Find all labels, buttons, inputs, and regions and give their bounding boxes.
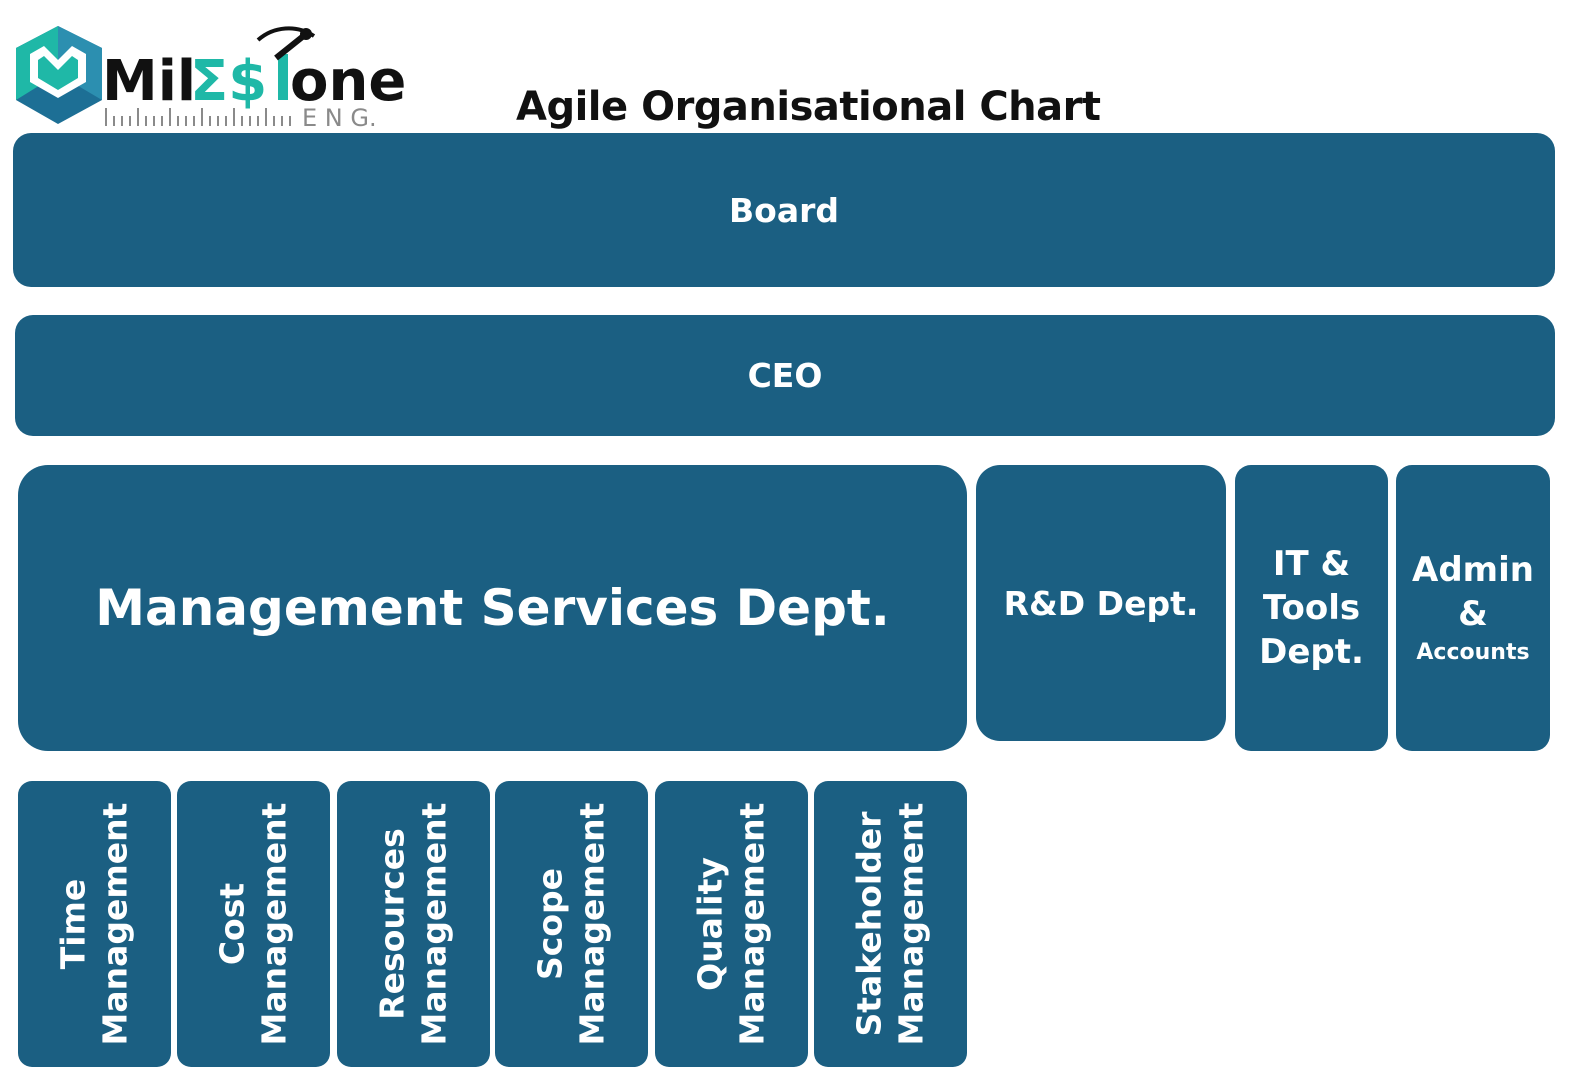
resources-management-label: Resources Management: [372, 803, 456, 1046]
logo-word-b: Σ$: [190, 49, 267, 114]
ruler-icon: [105, 108, 291, 126]
it-line-1: IT &: [1272, 544, 1351, 584]
scope-management-label: Scope Management: [530, 803, 614, 1046]
management-services-box: Management Services Dept.: [18, 465, 967, 751]
board-box: Board: [13, 133, 1555, 287]
hexagon-icon: [16, 26, 102, 124]
cost-management-box: Cost Management: [177, 781, 330, 1067]
stakeholder-management-line-1: Stakeholder: [849, 811, 889, 1037]
admin-line-1: Admin: [1412, 550, 1534, 590]
rnd-dept-label: R&D Dept.: [1003, 583, 1199, 623]
it-line-2: Tools: [1262, 588, 1361, 628]
cost-management-label: Cost Management: [212, 803, 296, 1046]
ceo-label: CEO: [747, 356, 823, 395]
time-management-line-2: Management: [95, 802, 135, 1046]
resources-management-box: Resources Management: [337, 781, 490, 1067]
admin-line-3: Accounts: [1416, 640, 1530, 665]
quality-management-line-1: Quality: [690, 857, 730, 991]
chart-title: Agile Organisational Chart: [516, 84, 1101, 130]
logo-word-c: one: [290, 49, 406, 114]
board-label: Board: [729, 190, 839, 230]
quality-management-line-2: Management: [732, 802, 772, 1046]
stakeholder-management-line-2: Management: [891, 802, 931, 1046]
scope-management-line-2: Management: [572, 802, 612, 1046]
quality-management-box: Quality Management: [655, 781, 808, 1067]
milestone-logo: Mil Σ$ one E N G.: [16, 26, 406, 130]
scope-management-line-1: Scope: [530, 867, 570, 981]
it-line-3: Dept.: [1259, 632, 1364, 672]
logo-sub: E N G.: [302, 104, 377, 130]
cost-management-line-1: Cost: [212, 882, 252, 966]
scope-management-box: Scope Management: [495, 781, 648, 1067]
it-tools-dept-box: IT & Tools Dept.: [1235, 465, 1388, 751]
logo-word-a: Mil: [102, 49, 196, 114]
time-management-box: Time Management: [18, 781, 171, 1067]
time-management-line-1: Time: [53, 878, 93, 970]
resources-management-line-1: Resources: [372, 828, 412, 1020]
stakeholder-management-label: Stakeholder Management: [849, 803, 933, 1046]
admin-accounts-box: Admin & Accounts: [1396, 465, 1550, 751]
ceo-box: CEO: [15, 315, 1555, 436]
management-services-label: Management Services Dept.: [95, 579, 890, 637]
cost-management-line-2: Management: [254, 802, 294, 1046]
stakeholder-management-box: Stakeholder Management: [814, 781, 967, 1067]
admin-line-2: &: [1458, 594, 1488, 634]
rnd-dept-box: R&D Dept.: [976, 465, 1226, 741]
time-management-label: Time Management: [53, 803, 137, 1046]
quality-management-label: Quality Management: [690, 803, 774, 1046]
resources-management-line-2: Management: [414, 802, 454, 1046]
